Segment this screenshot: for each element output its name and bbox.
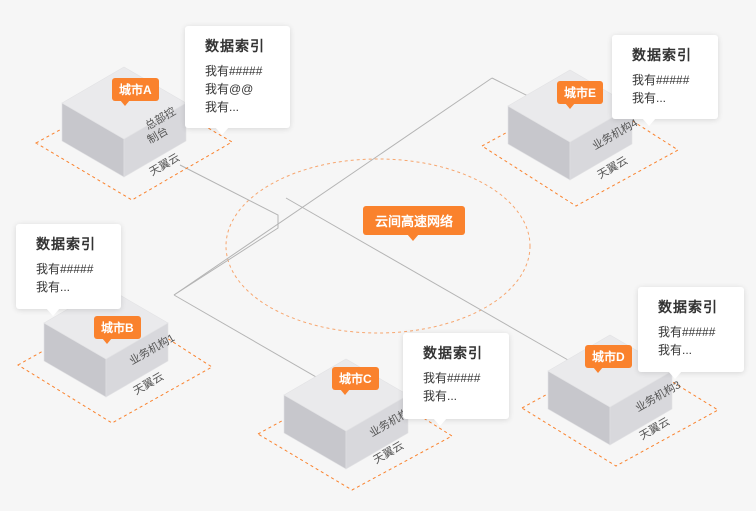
link-a — [173, 164, 279, 296]
card-title: 数据索引 — [632, 47, 692, 63]
card-title: 数据索引 — [36, 236, 96, 252]
card-line: 我有... — [36, 280, 71, 294]
card-title: 数据索引 — [658, 299, 718, 315]
network-ellipse — [225, 158, 531, 334]
card-line: 我有##### — [205, 64, 263, 78]
card-line: 我有... — [632, 91, 667, 105]
city-tag: 城市A — [112, 78, 159, 106]
city-tag: 城市C — [332, 367, 379, 395]
city-tag: 城市D — [585, 345, 632, 373]
card-line: 我有@@ — [205, 82, 254, 96]
card-title: 数据索引 — [205, 38, 265, 54]
card-line: 我有##### — [632, 73, 690, 87]
data-index-card: 数据索引 我有##### 我有... — [403, 333, 509, 426]
card-title: 数据索引 — [423, 345, 483, 361]
card-line: 我有... — [423, 389, 458, 403]
card-line: 我有... — [658, 343, 693, 357]
city-tag: 城市B — [94, 316, 141, 344]
cloud-zone-outline — [34, 86, 233, 201]
link-b-e — [173, 77, 493, 296]
cloud-zone-outline — [521, 351, 719, 467]
link-c — [173, 294, 331, 386]
data-index-card: 数据索引 我有##### 我有... — [16, 224, 121, 316]
card-line: 我有##### — [658, 325, 716, 339]
card-line: 我有##### — [423, 371, 481, 385]
data-index-card: 数据索引 我有##### 我有@@ 我有... — [185, 26, 290, 135]
data-index-card: 数据索引 我有##### 我有... — [612, 35, 718, 126]
data-index-card: 数据索引 我有##### 我有... — [638, 287, 744, 379]
card-line: 我有##### — [36, 262, 94, 276]
card-line: 我有... — [205, 100, 240, 114]
city-tag: 城市E — [557, 81, 604, 109]
link-d — [285, 197, 569, 361]
network-label: 云间高速网络 — [363, 206, 466, 241]
